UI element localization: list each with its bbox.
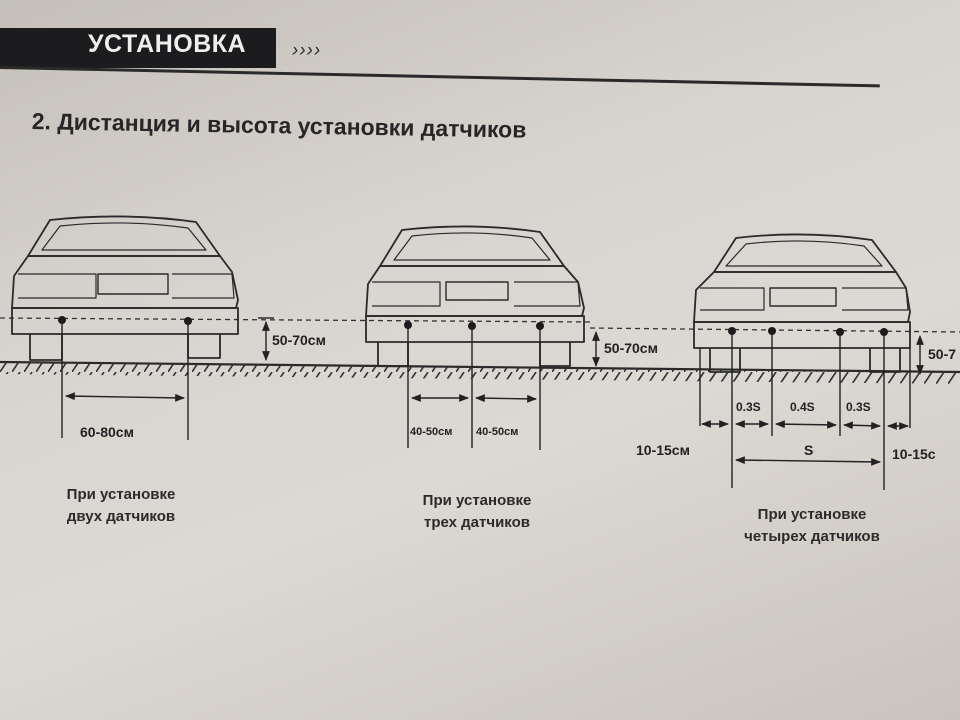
sensor-dots	[58, 316, 192, 325]
section-banner	[0, 28, 276, 68]
height-label: 50-70см	[272, 332, 326, 348]
caption-three-sensors: При установке трех датчиков	[392, 490, 562, 534]
edge-offset-label: 10-15c	[892, 446, 936, 462]
caption-two-sensors: При установке двух датчиков	[36, 484, 206, 528]
segment-label: 0.3S	[736, 400, 761, 414]
car-rear-view	[365, 225, 585, 367]
spacing-label: 40-50см	[410, 426, 453, 438]
segment-label: 0.3S	[846, 400, 871, 414]
segment-label: 0.4S	[790, 400, 815, 414]
car-rear-view	[693, 233, 911, 373]
spacing-label: 60-80см	[80, 424, 134, 440]
edge-offset-label: 10-15см	[636, 442, 690, 458]
spacing-label: 40-50см	[476, 426, 519, 438]
caption-line: двух датчиков	[66, 508, 176, 525]
caption-line: трех датчиков	[424, 514, 530, 531]
total-span-label: S	[804, 442, 814, 458]
ground-line	[0, 360, 960, 384]
section-arrows: ››››	[292, 40, 322, 61]
dimension-lines	[61, 317, 274, 440]
caption-four-sensors: При установке четырех датчиков	[712, 504, 912, 548]
sensor-dots	[404, 321, 544, 330]
caption-line: четырех датчиков	[744, 528, 880, 545]
section-title: УСТАНОВКА	[88, 30, 247, 58]
height-label: 50-70см	[604, 340, 658, 356]
caption-line: При установке	[66, 486, 176, 503]
sensor-height-line	[0, 317, 960, 333]
height-label: 50-7	[928, 346, 957, 362]
dimension-lines	[699, 331, 924, 490]
caption-line: При установке	[757, 506, 867, 523]
car-rear-view	[11, 215, 239, 361]
caption-line: При установке	[422, 492, 532, 509]
dimension-lines	[407, 325, 600, 450]
